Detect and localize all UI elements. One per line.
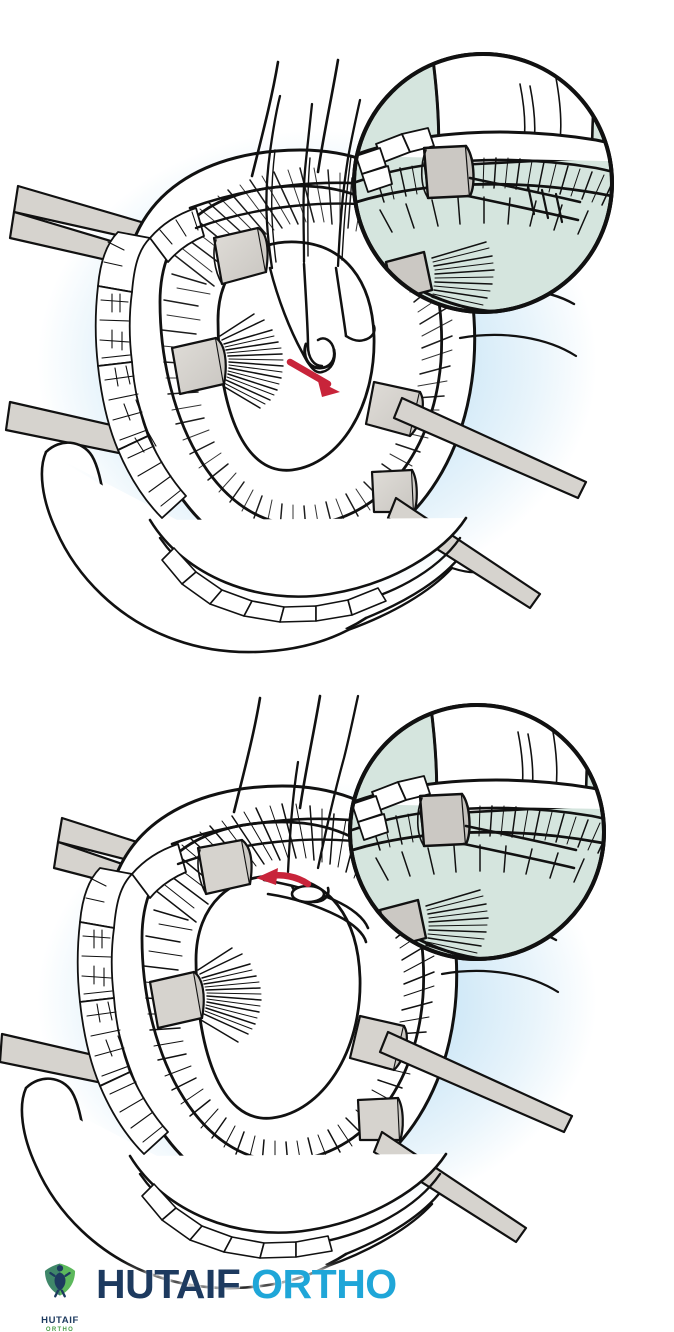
watermark-text: HUTAIF ORTHO (96, 1260, 397, 1307)
anchor-left-with-fan-b (148, 970, 205, 1030)
cancellous-texture-b (81, 877, 164, 1143)
instrument-rod-right-upper (392, 396, 588, 500)
anchor-left-with-fan (170, 336, 227, 396)
instrument-rod-b-right-upper (378, 1030, 574, 1134)
cancellous-texture (99, 211, 199, 507)
logo-mark-icon (44, 1263, 76, 1298)
direction-arrow-left (256, 868, 312, 888)
magnified-inset-bottom (348, 703, 606, 961)
direction-arrow-down-right (286, 358, 340, 397)
suture-strands-top (265, 94, 362, 270)
fan-bristles-left-fine (223, 335, 284, 405)
watermark-word-ortho: ORTHO (240, 1260, 397, 1307)
superior-bone-shaft-b (232, 696, 262, 814)
logo-main-text: HUTAIF (41, 1315, 79, 1326)
panel-bottom (0, 670, 674, 1290)
inferior-ring-b (128, 1152, 448, 1234)
inferior-cancellous-b (141, 1183, 333, 1259)
hutaif-ortho-watermark: HUTAIF ORTHO HUTAIF ORTHO (0, 1258, 674, 1332)
inferior-ring (148, 516, 468, 598)
panel-top (4, 52, 614, 654)
superior-bone-shaft (250, 60, 280, 178)
suture-knot (290, 884, 326, 904)
anchor-superior (212, 226, 269, 286)
watermark-word-hutaif: HUTAIF (96, 1260, 241, 1307)
suture-strand-texture (271, 149, 352, 263)
logo-sub-text: ORTHO (45, 1327, 75, 1332)
cancellous-bone-left (94, 207, 205, 519)
fan-bristles-left (219, 313, 284, 409)
magnified-inset-top (352, 52, 614, 314)
fan-bristles-left-b (197, 947, 262, 1043)
cancellous-bone-left-b (76, 843, 187, 1155)
hutaif-logo: HUTAIF ORTHO (38, 1258, 82, 1332)
anchor-right-lower-b (356, 1096, 404, 1142)
anchor-superior-b (196, 838, 253, 896)
suture-strands-bottom-panel (286, 694, 360, 874)
suture-hook (303, 342, 336, 370)
bottom-anatomy-group (0, 694, 574, 1290)
anchor-right-lower (370, 468, 418, 514)
fan-bristles-left-b-fine (202, 969, 262, 1030)
inferior-cancellous (161, 547, 387, 623)
